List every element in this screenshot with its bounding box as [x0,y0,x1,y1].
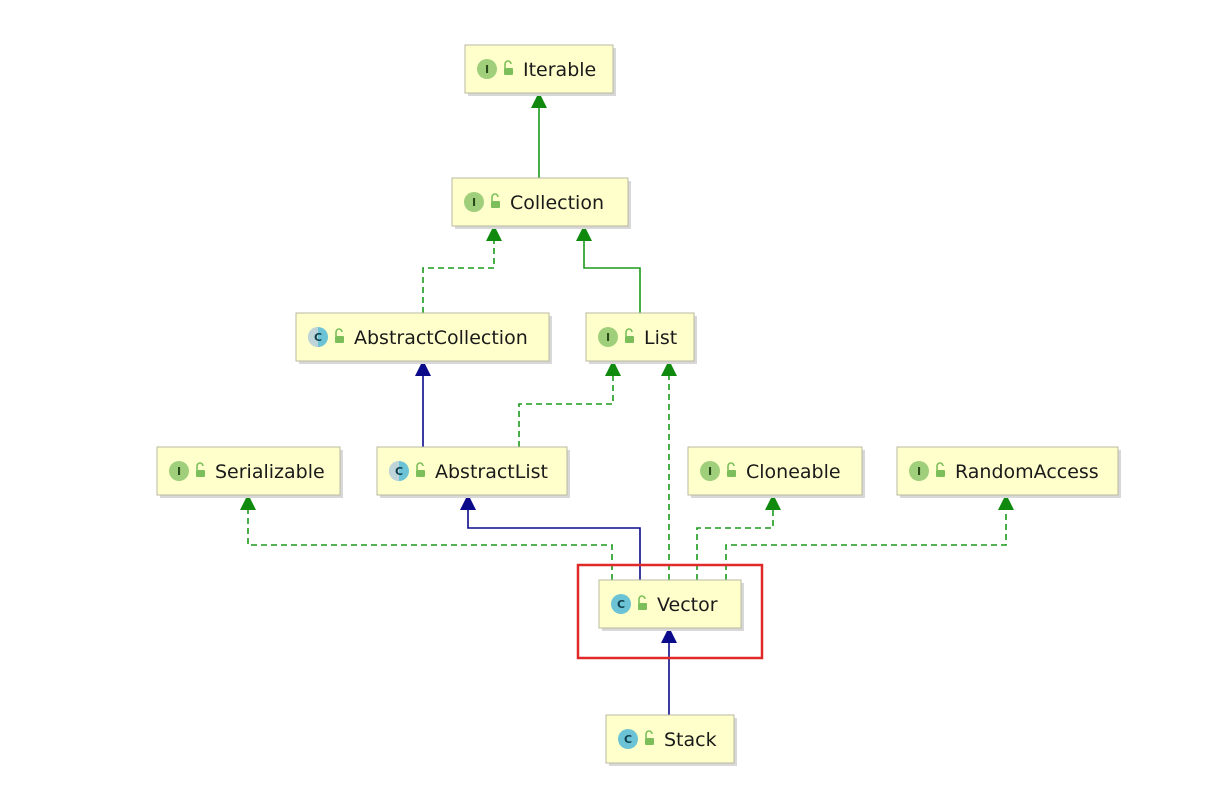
arrowhead-icon [605,360,621,376]
node-label: Vector [657,594,718,616]
node-collection[interactable]: I Collection [451,177,631,229]
badge-letter: C [624,733,632,746]
node-label: RandomAccess [955,461,1099,483]
interface-icon: I [477,59,497,79]
public-lock-icon [936,462,945,477]
node-label: Iterable [523,59,596,81]
arrowhead-icon [661,627,677,643]
arrowhead-icon [486,225,502,241]
node-list[interactable]: I List [585,312,697,364]
edge-line [518,376,614,447]
arrowhead-icon [765,494,781,510]
badge-letter: I [708,465,712,478]
class-icon: C [618,729,638,749]
node-label: AbstractList [435,461,548,483]
node-abstract-collection[interactable]: C AbstractCollection [295,312,552,364]
arrowhead-icon [240,494,256,510]
edge-line [725,510,1007,580]
badge-letter: I [485,63,489,76]
edge-vector-to-random-access [725,494,1014,580]
badge-letter: I [606,331,610,344]
arrowhead-icon [415,360,431,376]
public-lock-icon [504,60,513,75]
interface-icon: I [700,461,720,481]
node-vector[interactable]: C Vector [598,579,744,631]
abstract-class-icon: C [389,461,409,481]
edge-abstract-collection-to-collection [422,225,502,313]
abstract-class-icon: C [308,327,328,347]
arrowhead-icon [576,225,592,241]
edge-line [696,510,774,580]
node-label: List [644,327,677,349]
node-box [896,446,1119,496]
edge-line [247,510,613,580]
node-iterable[interactable]: I Iterable [464,44,616,96]
node-cloneable[interactable]: I Cloneable [687,446,865,498]
edge-abstract-list-to-list [518,360,621,447]
node-label: Cloneable [746,461,841,483]
interface-icon: I [598,327,618,347]
badge-letter: C [617,598,625,611]
arrowhead-icon [998,494,1014,510]
node-stack[interactable]: C Stack [605,714,737,766]
public-lock-icon [625,328,634,343]
class-icon: C [611,594,631,614]
edge-line [467,510,641,580]
public-lock-icon [727,462,736,477]
edge-vector-to-cloneable [696,494,781,580]
public-lock-icon [196,462,205,477]
edge-line [583,241,641,313]
edge-line [422,241,495,313]
node-label: AbstractCollection [354,327,528,349]
edges-layer [240,92,1014,715]
badge-letter: C [314,331,322,344]
node-serializable[interactable]: I Serializable [156,446,343,498]
edge-vector-to-serializable [240,494,613,580]
node-abstract-list[interactable]: C AbstractList [376,446,570,498]
arrowhead-icon [531,92,547,108]
arrowhead-icon [460,494,476,510]
edge-abstract-list-to-abstract-collection [415,360,431,447]
public-lock-icon [491,193,500,208]
badge-letter: I [472,196,476,209]
node-random-access[interactable]: I RandomAccess [896,446,1121,498]
public-lock-icon [416,462,425,477]
edge-vector-to-abstract-list [460,494,641,580]
badge-letter: I [917,465,921,478]
public-lock-icon [335,328,344,343]
node-label: Serializable [215,461,325,483]
badge-letter: I [177,465,181,478]
edge-stack-to-vector [661,627,677,715]
interface-icon: I [909,461,929,481]
edge-list-to-collection [576,225,641,313]
node-label: Stack [664,729,717,751]
edge-collection-to-iterable [531,92,547,178]
vector-highlight-box [576,563,764,660]
public-lock-icon [645,730,654,745]
interface-icon: I [169,461,189,481]
badge-letter: C [395,465,403,478]
arrowhead-icon [661,360,677,376]
public-lock-icon [638,595,647,610]
node-label: Collection [510,192,604,214]
edge-vector-to-list [661,360,677,580]
interface-icon: I [464,192,484,212]
